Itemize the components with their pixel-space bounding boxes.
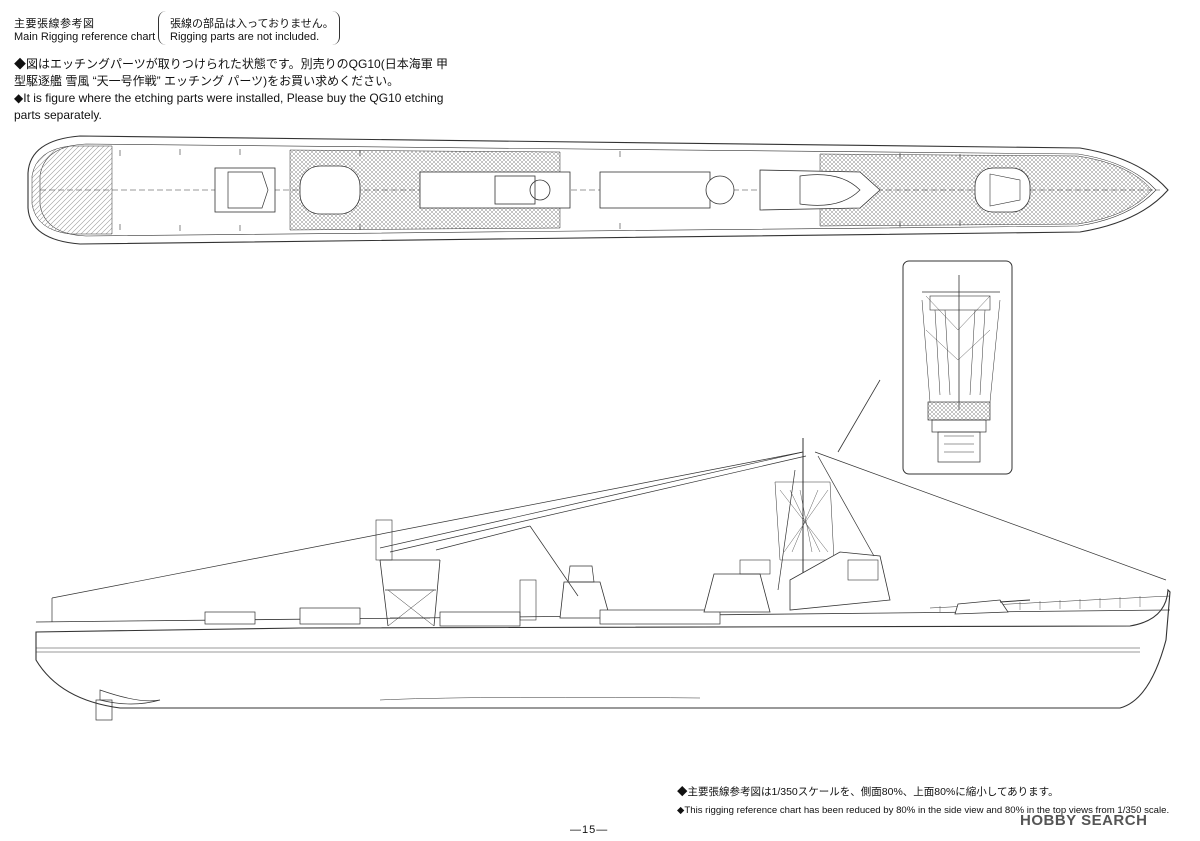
fore-funnel — [703, 573, 771, 613]
etching-note-ja: ◆図はエッチングパーツが取りつけられた状態です。別売りのQG10(日本海軍 甲 … — [14, 56, 448, 90]
fore-turret — [954, 599, 1009, 615]
top-view — [27, 135, 1169, 245]
note-box-ja: 張線の部品は入っておりません。 — [170, 18, 334, 30]
watermark-logo: HOBBY SEARCH — [1020, 812, 1147, 829]
etching-note-ja-line2: 型駆逐艦 雪風 “天一号作戦” エッチング パーツ)をお買い求めください。 — [14, 74, 400, 88]
etching-note-en-line1: ◆It is figure where the etching parts we… — [14, 91, 444, 105]
scale-note-ja: ◆主要張線参考図は1/350スケールを、側面80%、上面80%に縮小してあります… — [677, 786, 1059, 798]
bridge — [789, 551, 891, 611]
etching-note-en-line2: parts separately. — [14, 108, 102, 122]
etching-note-en: ◆It is figure where the etching parts we… — [14, 90, 443, 124]
aft-mast — [379, 559, 441, 627]
watermark-text: HOBBY SEARCH — [1020, 812, 1148, 829]
rigging-lines — [51, 451, 1167, 599]
side-view — [35, 438, 1171, 721]
note-box-en: Rigging parts are not included. — [170, 31, 320, 43]
scale-note-en: ◆This rigging reference chart has been r… — [677, 805, 1170, 816]
chart-title-en: Main Rigging reference chart — [14, 31, 156, 43]
note-bracket — [158, 11, 340, 45]
chart-title-ja: 主要張線参考図 — [14, 18, 95, 30]
side-view-hull — [35, 588, 1171, 709]
etching-note-ja-line1: ◆図はエッチングパーツが取りつけられた状態です。別売りのQG10(日本海軍 甲 — [14, 57, 449, 71]
inset-leader-line — [837, 379, 881, 453]
page-number: —15— — [570, 824, 609, 836]
mast-detail-inset — [902, 260, 1013, 475]
